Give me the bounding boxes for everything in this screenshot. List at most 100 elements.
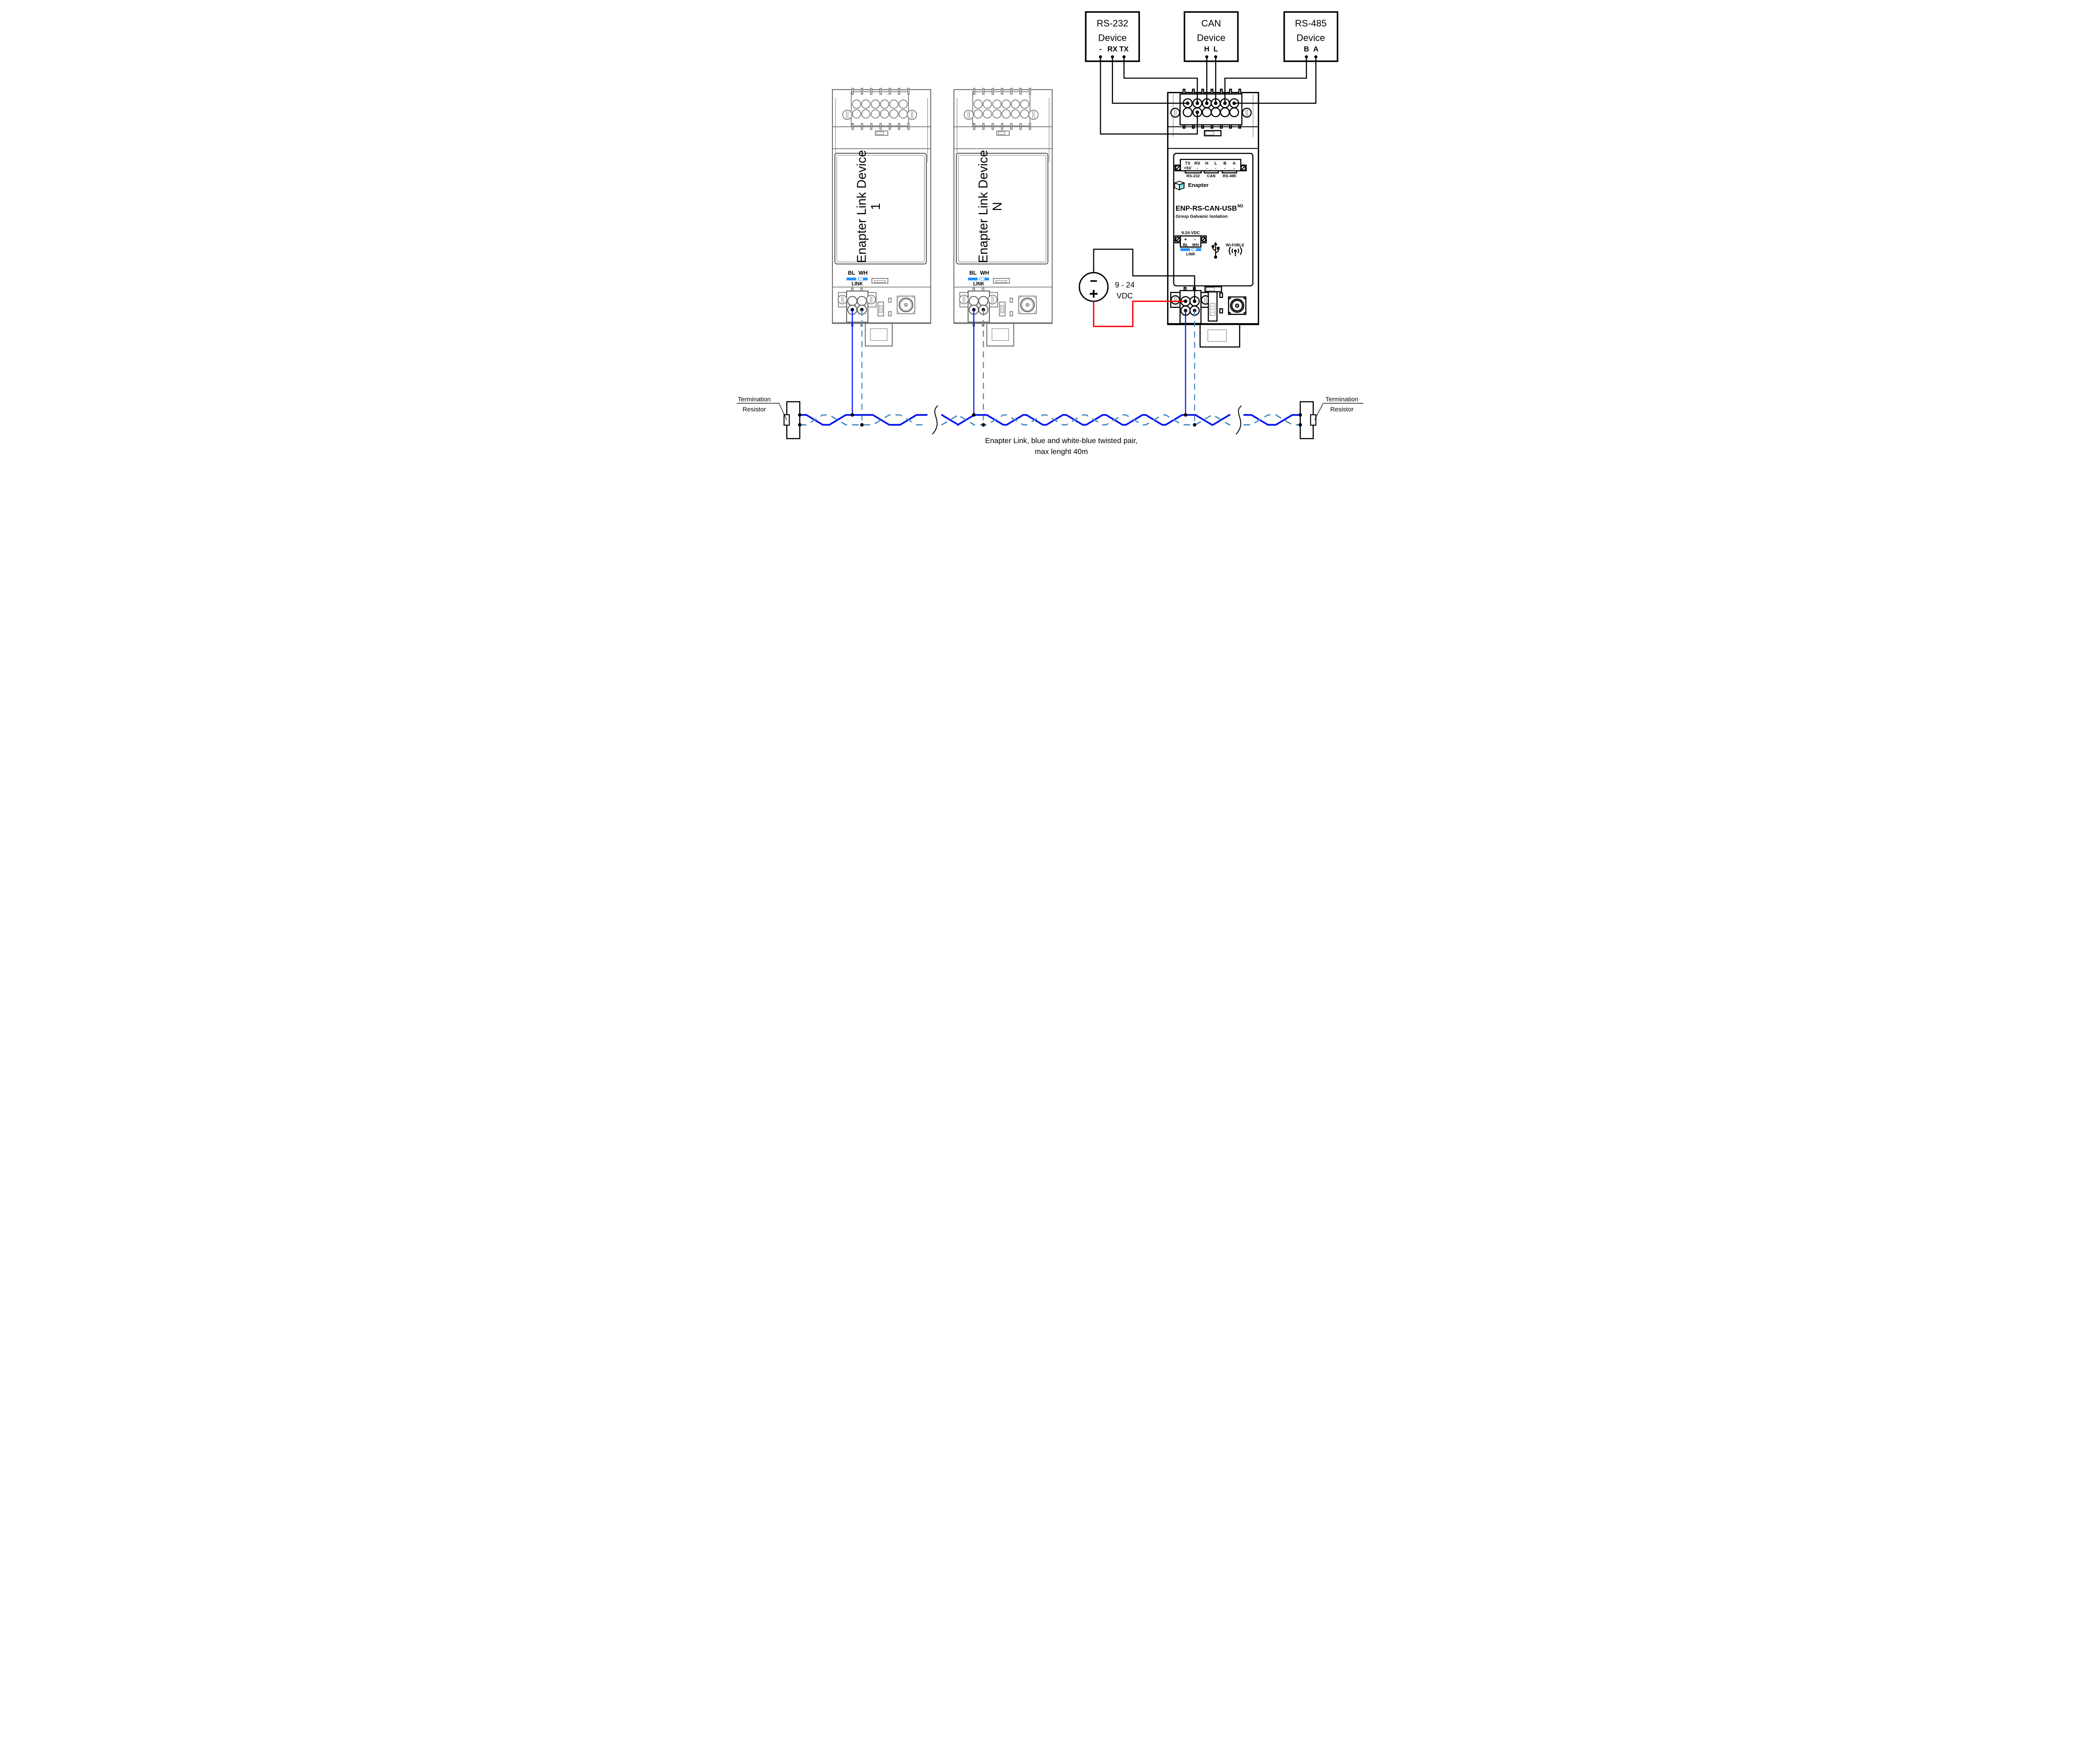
enp-term-dash: - [1206,166,1208,171]
enp-term-dash: - [1234,166,1235,171]
enp-term-tx: TX [1185,161,1190,166]
cable-break-mark-left [932,405,938,435]
can-name: CAN [1201,18,1221,29]
can-term-l: L [1213,45,1218,53]
enp-din-clip-slot-top [1204,130,1222,136]
wire-rs232-tx [1123,57,1198,103]
rs485-name: RS-485 [1295,18,1326,29]
rs485-device-box: RS-485 Device B A [1283,11,1339,62]
enp-antenna-connector [1228,296,1247,315]
enp-link-label: LINK [1186,252,1195,256]
termination-left-line2: Resistor [743,406,766,413]
enapter-link-device-n [953,88,1053,346]
termination-resistor-left: Termination Resistor [736,396,801,439]
rs485-device-word: Device [1297,32,1325,43]
enp-power-legend: + - BL WH [1174,235,1207,248]
wiring-diagram: TX RX H L B A +5V - - - - - RS-232 CAN R… [735,0,1365,460]
usb-icon [1211,241,1220,259]
enp-usb-port [1208,291,1218,322]
enp-power-bl: BL [1183,242,1189,247]
enp-term-dash: - [1197,166,1198,171]
enp-term-b: B [1223,161,1226,166]
dev1-number: 1 [869,203,883,210]
enp-bottom-terminal-block [1170,287,1211,324]
enp-isolation-text: Group Galvanic Isolation [1176,215,1228,219]
wire-rs485-b [1224,57,1307,103]
enp-led-bl [1180,248,1190,251]
enapter-link-device-1 [832,88,932,346]
rs485-term-a: A [1313,45,1319,53]
enp-terminal-legend: TX RX H L B A +5V - - - - - RS-232 CAN R… [1174,159,1247,178]
can-device-box: CAN Device H L [1184,11,1239,62]
wire-rs485-a [1234,57,1317,104]
termination-left-line1: Termination [738,396,771,403]
dev1-bl-label: BL [848,270,855,276]
power-voltage-line1: 9 - 24 [1115,281,1135,289]
leader-line-left [736,403,787,420]
termination-right-line2: Resistor [1330,406,1354,413]
wire-power-positive [1093,300,1186,327]
enp-term-5v: +5V [1184,166,1192,171]
cable-break-mark-right [1236,405,1242,435]
enp-term-h: H [1205,161,1208,166]
caption-line1: Enapter Link, blue and white-blue twiste… [985,436,1137,445]
link-drop-wires [852,310,1195,425]
enp-term-dash: - [1224,166,1226,171]
power-source: 9 - 24 VDC [1079,272,1135,302]
enp-model-text: ENP-RS-CAN-USB [1176,204,1237,212]
caption-line2: max lenght 40m [1035,447,1088,456]
enp-term-rx: RX [1194,161,1200,166]
enp-top-terminal-block [1170,89,1252,129]
wifi-ble-icon [1228,247,1242,256]
bus-blue-wire [800,414,1300,426]
enp-led-wh [1191,248,1201,251]
devn-wh-label: WH [980,270,989,276]
enp-term-dash: - [1215,166,1216,171]
device-n-labels: Enapter Link Device N BL WH LINK [969,150,1004,287]
enp-rs-can-usb-device: TX RX H L B A +5V - - - - - RS-232 CAN R… [1167,89,1259,348]
devn-link-label: LINK [973,282,985,287]
rs232-term-tx: TX [1119,45,1129,53]
rs232-term-minus: - [1099,45,1102,53]
devn-number: N [990,202,1004,211]
enp-group-rs232: RS-232 [1186,173,1200,178]
rs232-term-rx: RX [1108,45,1118,53]
enapter-logo-icon [1173,181,1185,191]
rs232-name: RS-232 [1097,18,1128,29]
signal-wires [1093,57,1317,327]
power-voltage-line2: VDC [1117,291,1133,300]
power-source-plus-sign [1089,290,1098,298]
dev1-title: Enapter Link Device [855,150,869,263]
wire-power-negative [1093,249,1195,302]
rs485-term-b: B [1304,45,1309,53]
enp-wifi-label: Wi-Fi/BLE [1226,242,1244,247]
device-1-labels: Enapter Link Device 1 BL WH LINK [848,150,883,287]
leader-line-right [1314,403,1364,420]
dev1-link-label: LINK [852,282,864,287]
enp-group-rs485: RS-485 [1223,173,1236,178]
can-device-word: Device [1197,32,1226,43]
wire-rs232-rx [1112,57,1188,104]
dev1-wh-label: WH [858,270,868,276]
wire-rs232-minus [1100,57,1198,135]
diagram-canvas: TX RX H L B A +5V - - - - - RS-232 CAN R… [735,0,1365,460]
rs232-device-word: Device [1098,32,1127,43]
termination-resistor-right: Termination Resistor [1299,396,1364,439]
rs232-device-box: RS-232 Device - RX TX [1085,11,1140,62]
enp-din-rail-tab [1200,324,1240,348]
enp-group-can: CAN [1207,173,1216,178]
enp-term-l: L [1214,161,1217,166]
termination-right-line1: Termination [1326,396,1358,403]
enp-power-wh: WH [1192,242,1199,247]
enp-brand-text: Enapter [1188,182,1209,188]
enp-power-plus: + [1184,236,1187,242]
enp-term-a: A [1233,161,1236,166]
devn-bl-label: BL [969,270,976,276]
enp-model-rev: M2 [1237,204,1243,208]
bus-junction-dots [798,413,1302,427]
enp-din-clip-slot-bottom [1204,286,1222,292]
resistor-body-right [1310,414,1317,426]
can-term-h: H [1204,45,1209,53]
enp-power-rating: 9-24 VDC [1181,231,1200,236]
devn-title: Enapter Link Device [976,150,990,263]
